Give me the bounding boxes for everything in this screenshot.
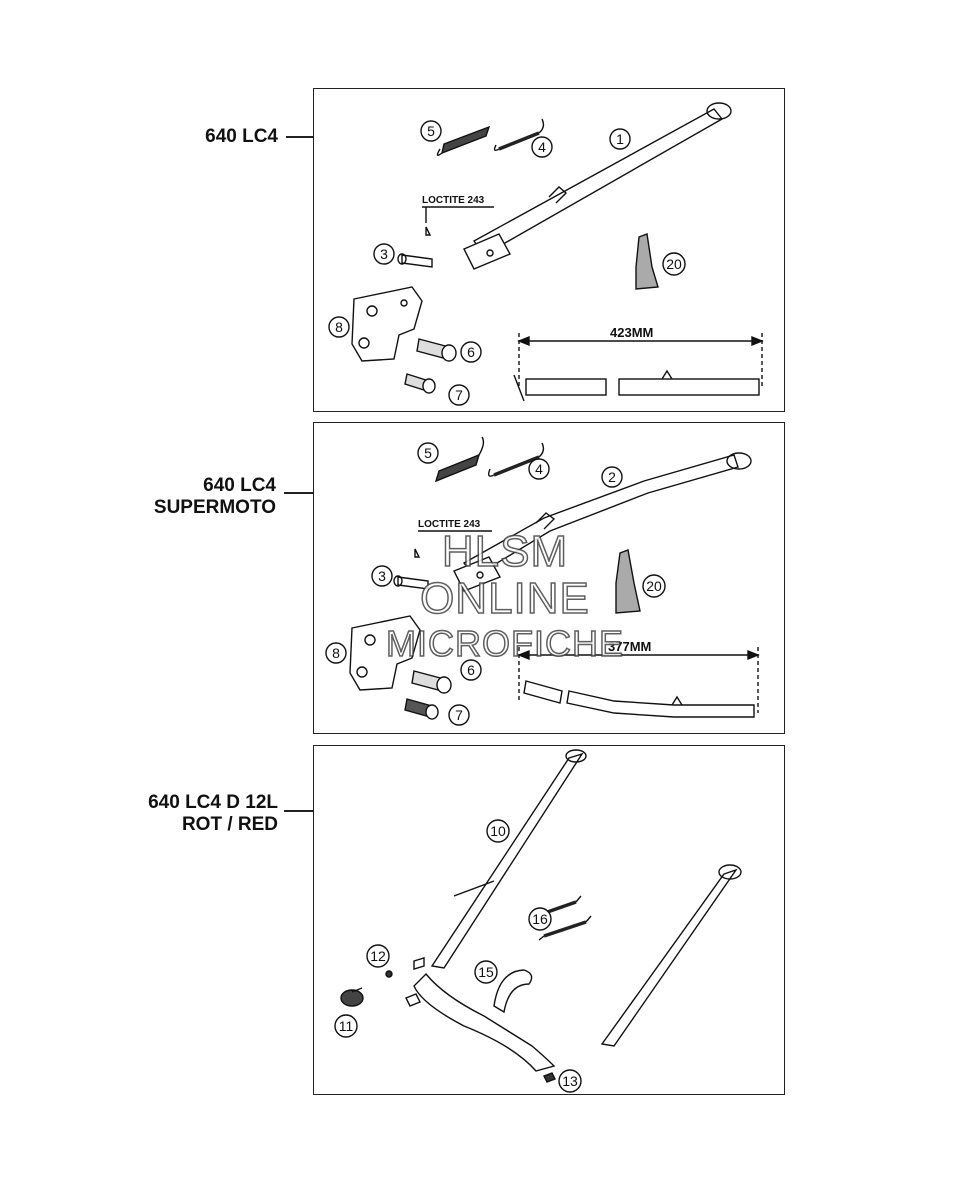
panel2-label-line2: SUPERMOTO [153, 497, 276, 518]
svg-text:7: 7 [455, 707, 463, 723]
callout-3: 3 [373, 243, 395, 265]
panel1-leader [286, 136, 314, 138]
svg-text:7: 7 [455, 387, 463, 403]
callout-11: 11 [334, 1014, 358, 1038]
panel1: LOCTITE 243 423MM 5 4 1 3 20 8 6 7 [313, 88, 785, 412]
panel3: 10 16 12 15 11 13 [313, 745, 785, 1095]
callout-12: 12 [366, 944, 390, 968]
supermoto-sidestand-tube [462, 454, 739, 578]
centerstand-crossbar [413, 972, 556, 1072]
svg-text:8: 8 [335, 319, 343, 335]
svg-text:6: 6 [467, 344, 475, 360]
tube-flange [706, 102, 732, 120]
svg-text:1: 1 [616, 131, 624, 147]
svg-text:5: 5 [427, 123, 435, 139]
callout-2: 2 [601, 466, 623, 488]
panel3-leader [284, 810, 314, 812]
spring-bracket [493, 969, 533, 1014]
watermark-line1: HLSM [441, 527, 569, 576]
svg-text:20: 20 [646, 578, 662, 594]
callout-1: 1 [609, 128, 631, 150]
panel3-label: 640 LC4 D 12L ROT / RED [100, 792, 278, 836]
svg-text:20: 20 [666, 256, 682, 272]
svg-text:2: 2 [608, 469, 616, 485]
callout-7: 7 [448, 384, 470, 406]
callout-10: 10 [486, 819, 510, 843]
svg-text:4: 4 [538, 139, 546, 155]
panel2-loctite-label: LOCTITE 243 [418, 519, 481, 530]
panel2-dimension-label: 377MM [608, 639, 651, 654]
callout-4: 4 [531, 136, 553, 158]
callout-8: 8 [325, 642, 347, 664]
panel1-loctite-label: LOCTITE 243 [422, 195, 485, 206]
svg-text:15: 15 [478, 964, 494, 980]
svg-text:8: 8 [332, 645, 340, 661]
callout-16: 16 [528, 907, 552, 931]
callout-4: 4 [528, 458, 550, 480]
panel2-leader [284, 492, 314, 494]
svg-text:3: 3 [380, 246, 388, 262]
panel3-label-line2: ROT / RED [181, 814, 278, 835]
callout-8: 8 [328, 316, 350, 338]
panel2-label: 640 LC4 SUPERMOTO [110, 475, 276, 519]
callout-6: 6 [460, 341, 482, 363]
panel3-label-line1: 640 LC4 D 12L [148, 792, 278, 813]
panel1-label: 640 LC4 [150, 126, 278, 148]
panel1-label-line1: 640 LC4 [205, 126, 278, 147]
panel1-drawing: LOCTITE 243 423MM 5 4 1 3 20 8 6 7 [328, 102, 764, 406]
panel1-callouts: 5 4 1 3 20 8 6 7 [328, 120, 686, 406]
panel1-dimension-label: 423MM [610, 325, 653, 340]
svg-text:6: 6 [467, 662, 475, 678]
sidestand-tube [472, 108, 724, 256]
callout-5: 5 [417, 442, 439, 464]
svg-text:4: 4 [535, 461, 543, 477]
svg-text:16: 16 [532, 911, 548, 927]
callout-6: 6 [460, 659, 482, 681]
panel2-callouts: 5 4 2 3 20 8 6 7 [325, 442, 666, 726]
watermark-line2: ONLINE [419, 573, 590, 624]
watermark-line3: MICROFICHE [385, 623, 624, 665]
panel2: LOCTITE 243 377MM 5 4 2 3 20 8 6 7 [313, 422, 785, 734]
centerstand-leg-left [430, 752, 584, 969]
callout-7: 7 [448, 704, 470, 726]
callout-20: 20 [642, 574, 666, 598]
centerstand-leg-right [600, 868, 738, 1047]
svg-text:12: 12 [370, 948, 386, 964]
svg-text:3: 3 [378, 568, 386, 584]
callout-5: 5 [420, 120, 442, 142]
svg-text:10: 10 [490, 823, 506, 839]
callout-3: 3 [371, 565, 393, 587]
watermark: HLSM ONLINE MICROFICHE [350, 527, 660, 665]
callout-20: 20 [662, 252, 686, 276]
panel2-label-line1: 640 LC4 [203, 475, 276, 496]
svg-text:13: 13 [562, 1073, 578, 1089]
callout-13: 13 [558, 1069, 582, 1093]
panel3-callouts: 10 16 12 15 11 13 [334, 819, 582, 1093]
panel2-drawing: LOCTITE 243 377MM 5 4 2 3 20 8 6 7 [325, 436, 760, 726]
callout-15: 15 [474, 960, 498, 984]
panel3-drawing: 10 16 12 15 11 13 [334, 749, 742, 1093]
svg-text:11: 11 [339, 1018, 354, 1034]
svg-text:5: 5 [424, 445, 432, 461]
